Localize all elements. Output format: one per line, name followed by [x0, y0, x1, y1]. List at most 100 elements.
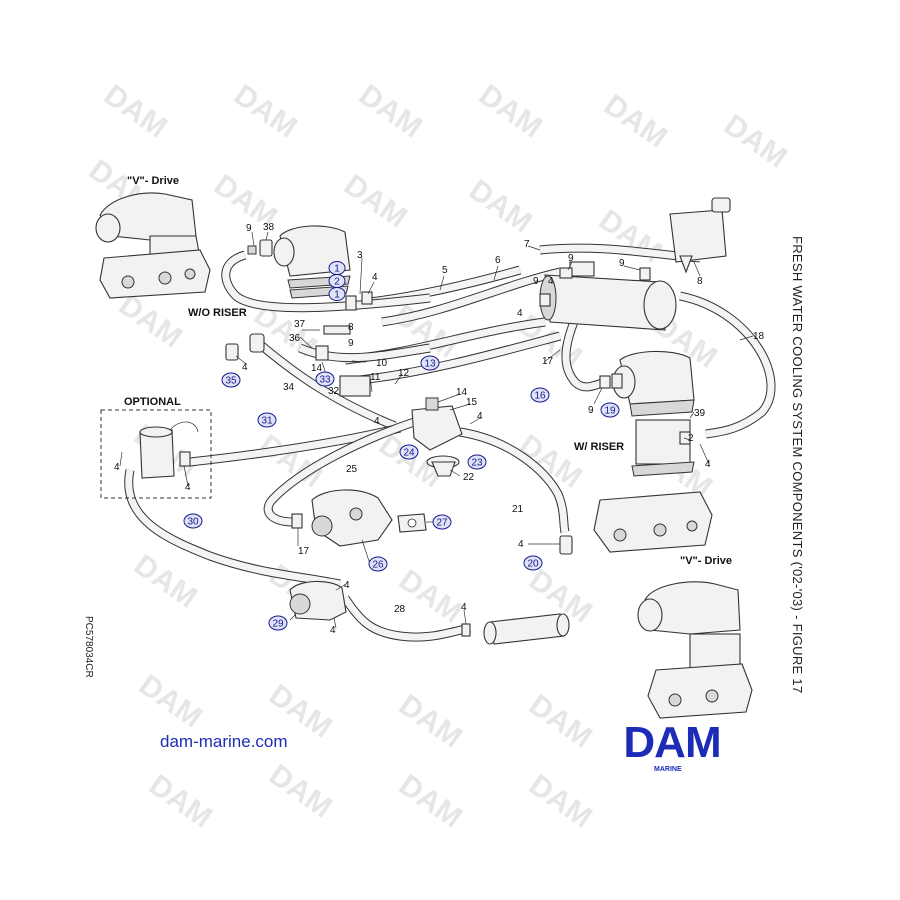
callout-23: 23: [467, 454, 487, 470]
part-label: 9: [348, 338, 354, 349]
part-label: 4: [548, 276, 554, 287]
vdrive-assembly-bottom: [637, 581, 753, 719]
watermark-text: DAM: [338, 168, 413, 234]
website-link[interactable]: dam-marine.com: [160, 732, 288, 751]
seawater-pump: [289, 580, 347, 621]
watermark-text: DAM: [593, 203, 668, 269]
part-label: 36: [289, 333, 301, 344]
part-label: 9: [533, 276, 539, 287]
optional-label: OPTIONAL: [124, 396, 181, 408]
section-headers: "V"- Drive W/O RISER OPTIONAL W/ RISER "…: [124, 175, 732, 567]
callout-30: 30: [183, 513, 203, 529]
part-label: 4: [114, 462, 120, 473]
heat-exchanger: [539, 261, 677, 331]
exhaust-riser-assembly: [593, 350, 713, 553]
watermark-text: DAM: [113, 288, 188, 354]
watermark-text: DAM: [473, 78, 548, 144]
svg-text:2: 2: [334, 277, 340, 288]
part-label: 4: [344, 580, 350, 591]
figure-title: FRESH WATER COOLING SYSTEM COMPONENTS ('…: [790, 236, 805, 694]
svg-text:13: 13: [424, 359, 436, 370]
hoses: [124, 243, 776, 642]
part-label: 12: [398, 368, 410, 379]
part-label: 4: [185, 482, 191, 493]
part-label: 37: [294, 319, 306, 330]
callout-1: 1: [328, 261, 346, 275]
watermark-text: DAM: [133, 668, 208, 734]
part-label: 9: [246, 223, 252, 234]
figure-code: PC578034CR: [83, 616, 94, 678]
dam-logo-subtitle: MARINE: [654, 766, 682, 773]
part-label: 15: [466, 397, 478, 408]
svg-text:19: 19: [604, 406, 616, 417]
part-label: 34: [283, 382, 295, 393]
part-label: 8: [697, 276, 703, 287]
svg-text:26: 26: [372, 560, 384, 571]
part-label: 5: [442, 265, 448, 276]
callout-20: 20: [523, 555, 543, 571]
callout-19: 19: [600, 402, 620, 418]
thermostat: [426, 455, 460, 477]
fitting-38: [247, 239, 273, 257]
w-riser-label: W/ RISER: [574, 441, 624, 453]
part-label: 4: [518, 539, 524, 550]
svg-text:1: 1: [334, 264, 340, 275]
svg-text:30: 30: [187, 517, 199, 528]
watermark-text: DAM: [353, 78, 428, 144]
part-label: 38: [263, 222, 275, 233]
part-label: 2: [688, 433, 694, 444]
callout-1b: 1: [328, 287, 346, 301]
part-label: 4: [242, 362, 248, 373]
inline-cooler: [483, 613, 570, 645]
part-label: 4: [477, 411, 483, 422]
part-label: 32: [328, 386, 340, 397]
coolant-reservoir: [669, 197, 731, 274]
svg-text:31: 31: [261, 416, 273, 427]
part-label: 4: [461, 602, 467, 613]
part-label: 3: [357, 250, 363, 261]
part-label: 4: [374, 416, 380, 427]
part-label: 14: [311, 363, 323, 374]
svg-text:23: 23: [471, 458, 483, 469]
svg-text:16: 16: [534, 391, 546, 402]
part-label: 17: [542, 356, 554, 367]
svg-text:29: 29: [272, 619, 284, 630]
part-label: 21: [512, 504, 524, 515]
watermark-text: DAM: [393, 563, 468, 629]
part-label: 22: [463, 472, 475, 483]
callout-26: 26: [368, 556, 388, 572]
dam-logo: DAM: [623, 718, 721, 767]
watermark-text: DAM: [523, 768, 598, 834]
part-label: 8: [348, 322, 354, 333]
svg-text:33: 33: [319, 375, 331, 386]
callout-24: 24: [399, 444, 419, 460]
callout-16: 16: [530, 387, 550, 403]
svg-text:1: 1: [334, 290, 340, 301]
callout-27: 27: [432, 514, 452, 530]
callout-13: 13: [420, 355, 440, 371]
part-label: 4: [705, 459, 711, 470]
watermark-text: DAM: [598, 88, 673, 154]
wo-riser-label: W/O RISER: [188, 307, 247, 319]
callout-35: 35: [221, 372, 241, 388]
part-label: 9: [568, 253, 574, 264]
vdrive-top-label: "V"- Drive: [127, 175, 179, 187]
part-label: 4: [330, 625, 336, 636]
part-label: 10: [376, 358, 388, 369]
part-label: 39: [694, 408, 706, 419]
part-label: 25: [346, 464, 358, 475]
watermark-text: DAM: [128, 548, 203, 614]
part-label: 6: [495, 255, 501, 266]
part-label: 7: [524, 239, 530, 250]
watermark-text: DAM: [98, 78, 173, 144]
svg-text:35: 35: [225, 376, 237, 387]
part-number-labels: 9 38 3 4 5 6 7 9 9 9 8 4 18 36 37 8 9 10…: [114, 222, 765, 636]
watermark-text: DAM: [463, 173, 538, 239]
gasket: [397, 513, 427, 533]
svg-text:27: 27: [436, 518, 448, 529]
small-fittings: [179, 267, 691, 637]
watermark-text: DAM: [718, 108, 793, 174]
svg-text:24: 24: [403, 448, 415, 459]
